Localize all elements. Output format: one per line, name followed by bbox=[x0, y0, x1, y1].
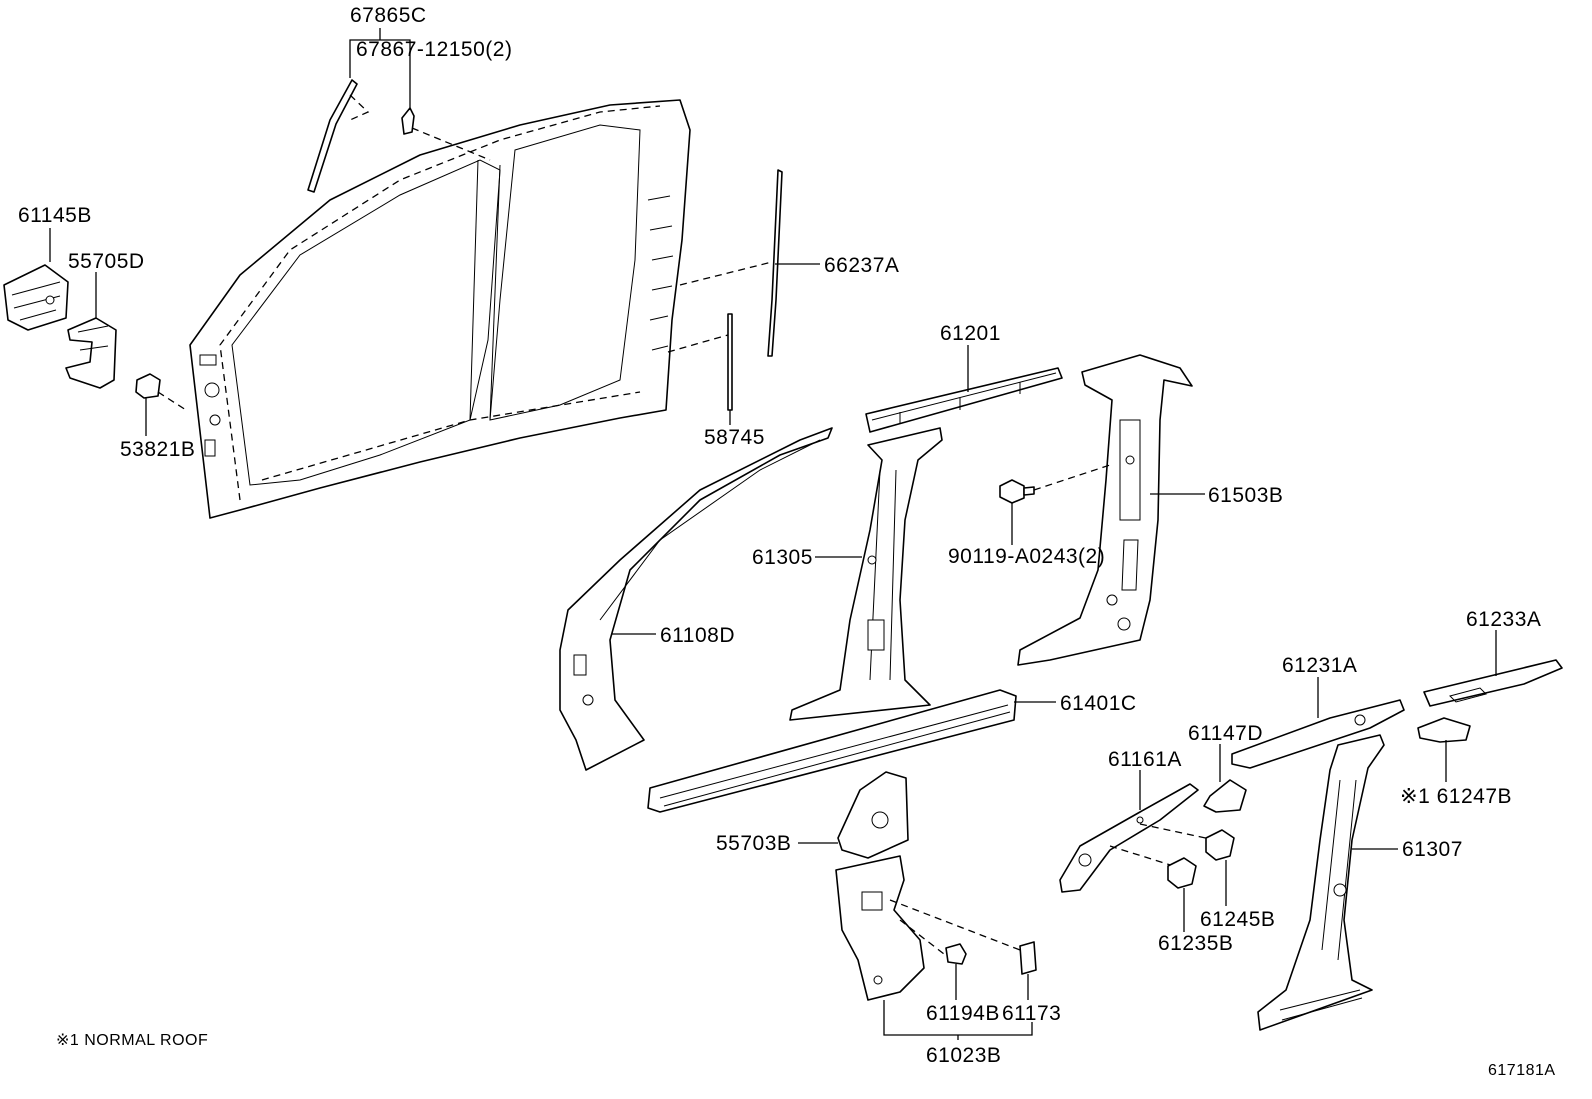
part-61161A bbox=[1059, 770, 1216, 893]
side-panel-outer bbox=[189, 99, 691, 519]
part-61233A bbox=[1423, 630, 1563, 707]
part-labels: 67865C 67867-12150(2) 61145B 55705D 5382… bbox=[18, 4, 1541, 1067]
part-61194B bbox=[945, 943, 967, 1000]
label-53821B: 53821B bbox=[120, 438, 195, 461]
label-61173: 61173 bbox=[1002, 1002, 1061, 1025]
label-61231A: 61231A bbox=[1282, 654, 1357, 677]
rocker-61401C bbox=[647, 689, 1056, 813]
label-61145B: 61145B bbox=[18, 204, 92, 227]
label-61503B: 61503B bbox=[1208, 484, 1283, 507]
roof-rail-61201 bbox=[865, 345, 1063, 433]
part-53821B bbox=[135, 373, 187, 436]
label-61161A: 61161A bbox=[1108, 748, 1182, 771]
bolt-90119-A0243 bbox=[999, 464, 1111, 545]
label-61307: 61307 bbox=[1402, 838, 1463, 861]
weatherstrip-66237A bbox=[679, 169, 820, 357]
label-58745: 58745 bbox=[704, 426, 765, 449]
label-67865C: 67865C bbox=[350, 4, 427, 27]
figure-id: 617181A bbox=[1488, 1062, 1556, 1079]
part-61247B bbox=[1417, 717, 1471, 782]
label-61023B: 61023B bbox=[926, 1044, 1001, 1067]
footnote-normal-roof: ※1 NORMAL ROOF bbox=[56, 1032, 208, 1049]
pillar-61503B bbox=[1017, 354, 1205, 666]
part-61147D bbox=[1203, 744, 1247, 813]
pillar-61108D bbox=[559, 427, 833, 771]
pillar-61307 bbox=[1257, 734, 1398, 1031]
label-61194B: 61194B bbox=[926, 1002, 1000, 1025]
weatherstrip-58745 bbox=[667, 313, 733, 425]
part-55703B bbox=[798, 771, 909, 859]
clip-61235B bbox=[1167, 857, 1197, 932]
windshield-molding-67865C bbox=[307, 28, 491, 193]
label-67867-12150: 67867-12150(2) bbox=[356, 38, 512, 61]
label-61235B: 61235B bbox=[1158, 932, 1233, 955]
pillar-61305 bbox=[789, 427, 943, 721]
part-61145B bbox=[3, 228, 69, 331]
label-61147D: 61147D bbox=[1188, 722, 1263, 745]
part-61173 bbox=[1019, 941, 1037, 1000]
part-61231A bbox=[1231, 677, 1405, 769]
label-66237A: 66237A bbox=[824, 254, 899, 277]
label-61247B: ※1 61247B bbox=[1400, 785, 1512, 808]
label-61233A: 61233A bbox=[1466, 608, 1541, 631]
label-55703B: 55703B bbox=[716, 832, 791, 855]
label-55705D: 55705D bbox=[68, 250, 145, 273]
clip-61245B bbox=[1205, 829, 1235, 906]
label-61401C: 61401C bbox=[1060, 692, 1137, 715]
label-61245B: 61245B bbox=[1200, 908, 1275, 931]
label-61305: 61305 bbox=[752, 546, 813, 569]
label-61108D: 61108D bbox=[660, 624, 735, 647]
label-90119-A0243: 90119-A0243(2) bbox=[948, 545, 1105, 568]
label-61201: 61201 bbox=[940, 322, 1001, 345]
part-55705D bbox=[65, 272, 117, 389]
assembly-61023B bbox=[835, 855, 1033, 1040]
